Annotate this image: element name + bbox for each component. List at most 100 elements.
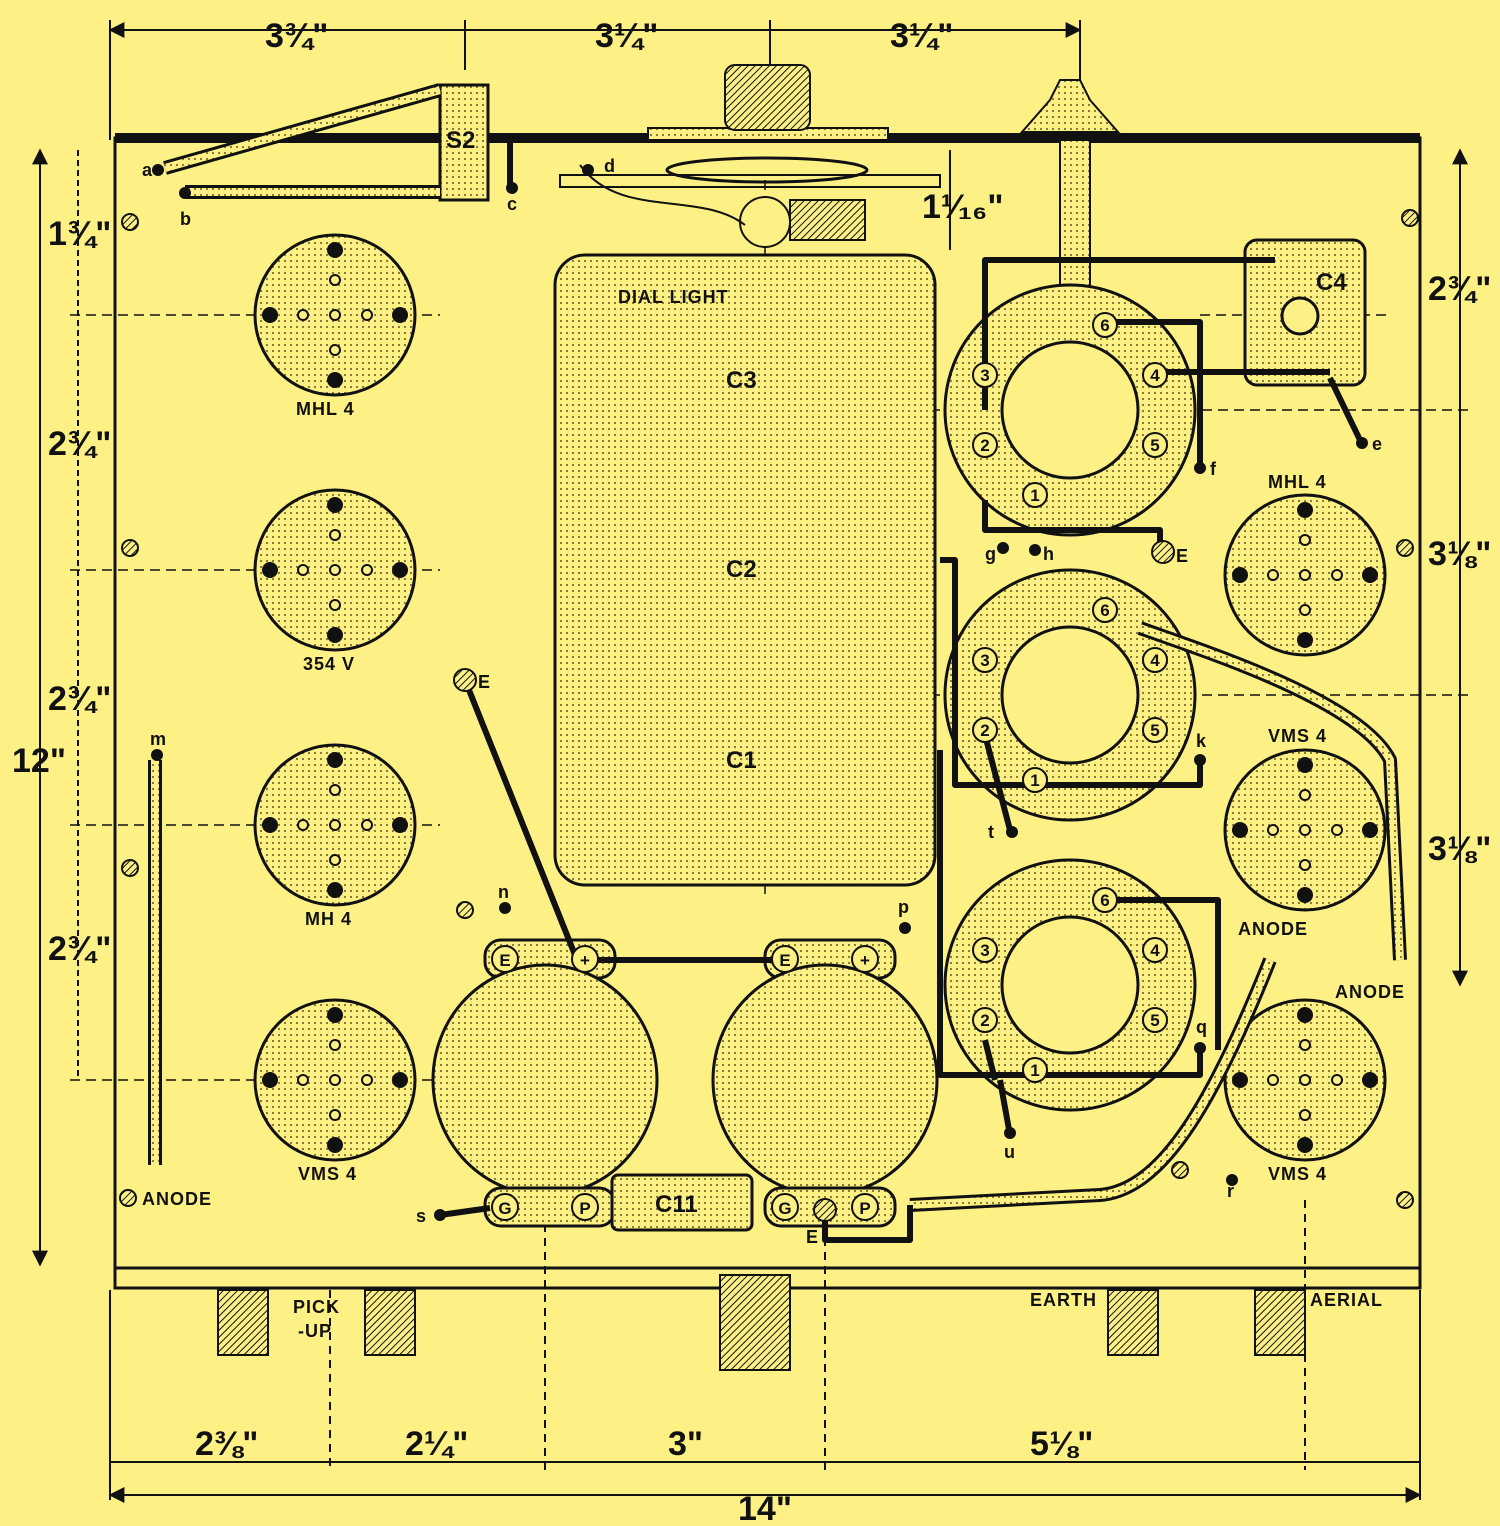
transformer-terminal: P	[571, 1193, 599, 1221]
connection-point-t: t	[988, 822, 1018, 842]
dimension-overall-height: 12"	[12, 742, 66, 780]
aerial-label: AERIAL	[1310, 1290, 1383, 1310]
pickup-label-line1: PICK	[293, 1297, 340, 1317]
transformer-terminal: +	[571, 945, 599, 973]
coil-pin: 6	[1092, 597, 1118, 623]
valve-label-354v: 354 V	[303, 654, 355, 674]
dimension-right-2: 3⅛"	[1428, 535, 1491, 573]
screw-icon	[1171, 1161, 1189, 1179]
valve-pins	[1232, 757, 1378, 903]
coil-pin: 1	[1022, 767, 1048, 793]
svg-text:h: h	[1043, 544, 1055, 564]
screw-icon	[121, 859, 139, 877]
svg-text:5: 5	[1150, 1011, 1159, 1030]
svg-text:5: 5	[1150, 436, 1159, 455]
gang-condenser: C3 C2 C1	[553, 253, 937, 887]
valve-label-mhl4-right: MHL 4	[1268, 472, 1327, 492]
svg-text:6: 6	[1100, 601, 1109, 620]
coil-pin: 3	[972, 647, 998, 673]
transformer-terminal: E	[771, 945, 799, 973]
dimension-right-1: 2¾"	[1428, 270, 1491, 308]
valve-holder-mhl4-left: MHL 4	[253, 233, 417, 419]
screw-icon	[121, 539, 139, 557]
svg-text:3: 3	[980, 366, 989, 385]
dimension-bottom-1: 2⅜"	[195, 1425, 258, 1463]
svg-text:f: f	[1210, 459, 1217, 479]
earth-tag: E	[806, 1198, 837, 1247]
screw-icon	[1401, 209, 1419, 227]
svg-text:q: q	[1196, 1017, 1208, 1037]
dimension-right-3: 3⅛"	[1428, 830, 1491, 868]
dimension-left-4: 2¾"	[48, 930, 111, 968]
svg-text:+: +	[580, 951, 590, 970]
svg-text:2: 2	[980, 1011, 989, 1030]
dimension-left-3: 2¾"	[48, 680, 111, 718]
svg-text:t: t	[988, 822, 995, 842]
coil-pin: 2	[972, 1007, 998, 1033]
connection-point-a: a	[142, 160, 164, 180]
coil-pin: 4	[1142, 362, 1168, 388]
coil-pin: 2	[972, 717, 998, 743]
screw-icon	[456, 901, 474, 919]
svg-text:1: 1	[1030, 771, 1039, 790]
dimension-overall-width: 14"	[738, 1490, 792, 1526]
coil-pin: 1	[1022, 482, 1048, 508]
coil-pin: 1	[1022, 1057, 1048, 1083]
volume-knob	[647, 64, 889, 184]
connection-point-s: s	[416, 1206, 446, 1226]
connection-point-k: k	[1194, 731, 1206, 766]
connection-point-d: d	[582, 156, 616, 176]
valve-pins	[262, 242, 408, 388]
trimmer-c4-label: C4	[1316, 269, 1347, 296]
valve-label-mh4: MH 4	[305, 909, 352, 929]
dimension-bottom-4: 5⅛"	[1030, 1425, 1093, 1463]
svg-text:G: G	[778, 1199, 791, 1218]
coil-pin: 2	[972, 432, 998, 458]
coil-pin: 5	[1142, 1007, 1168, 1033]
screw-icon	[119, 1189, 137, 1207]
connection-point-r: r	[1226, 1174, 1238, 1201]
svg-text:g: g	[985, 544, 997, 564]
svg-text:E: E	[806, 1227, 819, 1247]
screw-icon	[1396, 539, 1414, 557]
coil-pin: 3	[972, 362, 998, 388]
valve-pins	[1232, 502, 1378, 648]
transformer-terminal: +	[851, 945, 879, 973]
svg-text:e: e	[1372, 434, 1383, 454]
coil-pin: 4	[1142, 937, 1168, 963]
coil-pin: 4	[1142, 647, 1168, 673]
valve-label-mhl4-left: MHL 4	[296, 399, 355, 419]
svg-text:1: 1	[1030, 1061, 1039, 1080]
svg-text:6: 6	[1100, 891, 1109, 910]
coil-pin: 6	[1092, 312, 1118, 338]
gang-condenser-c1: C1	[726, 747, 757, 774]
svg-text:4: 4	[1150, 651, 1160, 670]
dimension-bottom-3: 3"	[668, 1425, 703, 1463]
valve-holder-vms4-left: VMS 4	[253, 998, 417, 1184]
coil-unit-top	[943, 283, 1197, 537]
svg-text:3: 3	[980, 651, 989, 670]
connection-point-m: m	[150, 729, 166, 761]
svg-text:G: G	[498, 1199, 511, 1218]
earth-tag: E	[453, 668, 490, 692]
svg-text:P: P	[859, 1199, 870, 1218]
dimension-left-1: 1¾"	[48, 215, 111, 253]
connection-point-b: b	[179, 187, 191, 229]
valve-label-vms4-right-upper: VMS 4	[1268, 726, 1327, 746]
valve-pins	[262, 497, 408, 643]
valve-holder-vms4-right-upper: VMS 4	[1223, 726, 1387, 912]
svg-text:6: 6	[1100, 316, 1109, 335]
connection-point-h: h	[1029, 544, 1055, 564]
dial-light-label: DIAL LIGHT	[618, 287, 729, 307]
switch-s2: S2	[163, 83, 513, 202]
trimmer-c4: C4	[1243, 238, 1367, 387]
svg-text:c: c	[507, 194, 518, 214]
transformer-terminal: G	[771, 1193, 799, 1221]
dimension-top-2: 3¼"	[595, 17, 658, 55]
svg-text:4: 4	[1150, 366, 1160, 385]
svg-text:d: d	[604, 156, 616, 176]
connection-point-n: n	[498, 882, 511, 914]
connection-point-e: e	[1356, 434, 1383, 454]
coil-pin: 3	[972, 937, 998, 963]
